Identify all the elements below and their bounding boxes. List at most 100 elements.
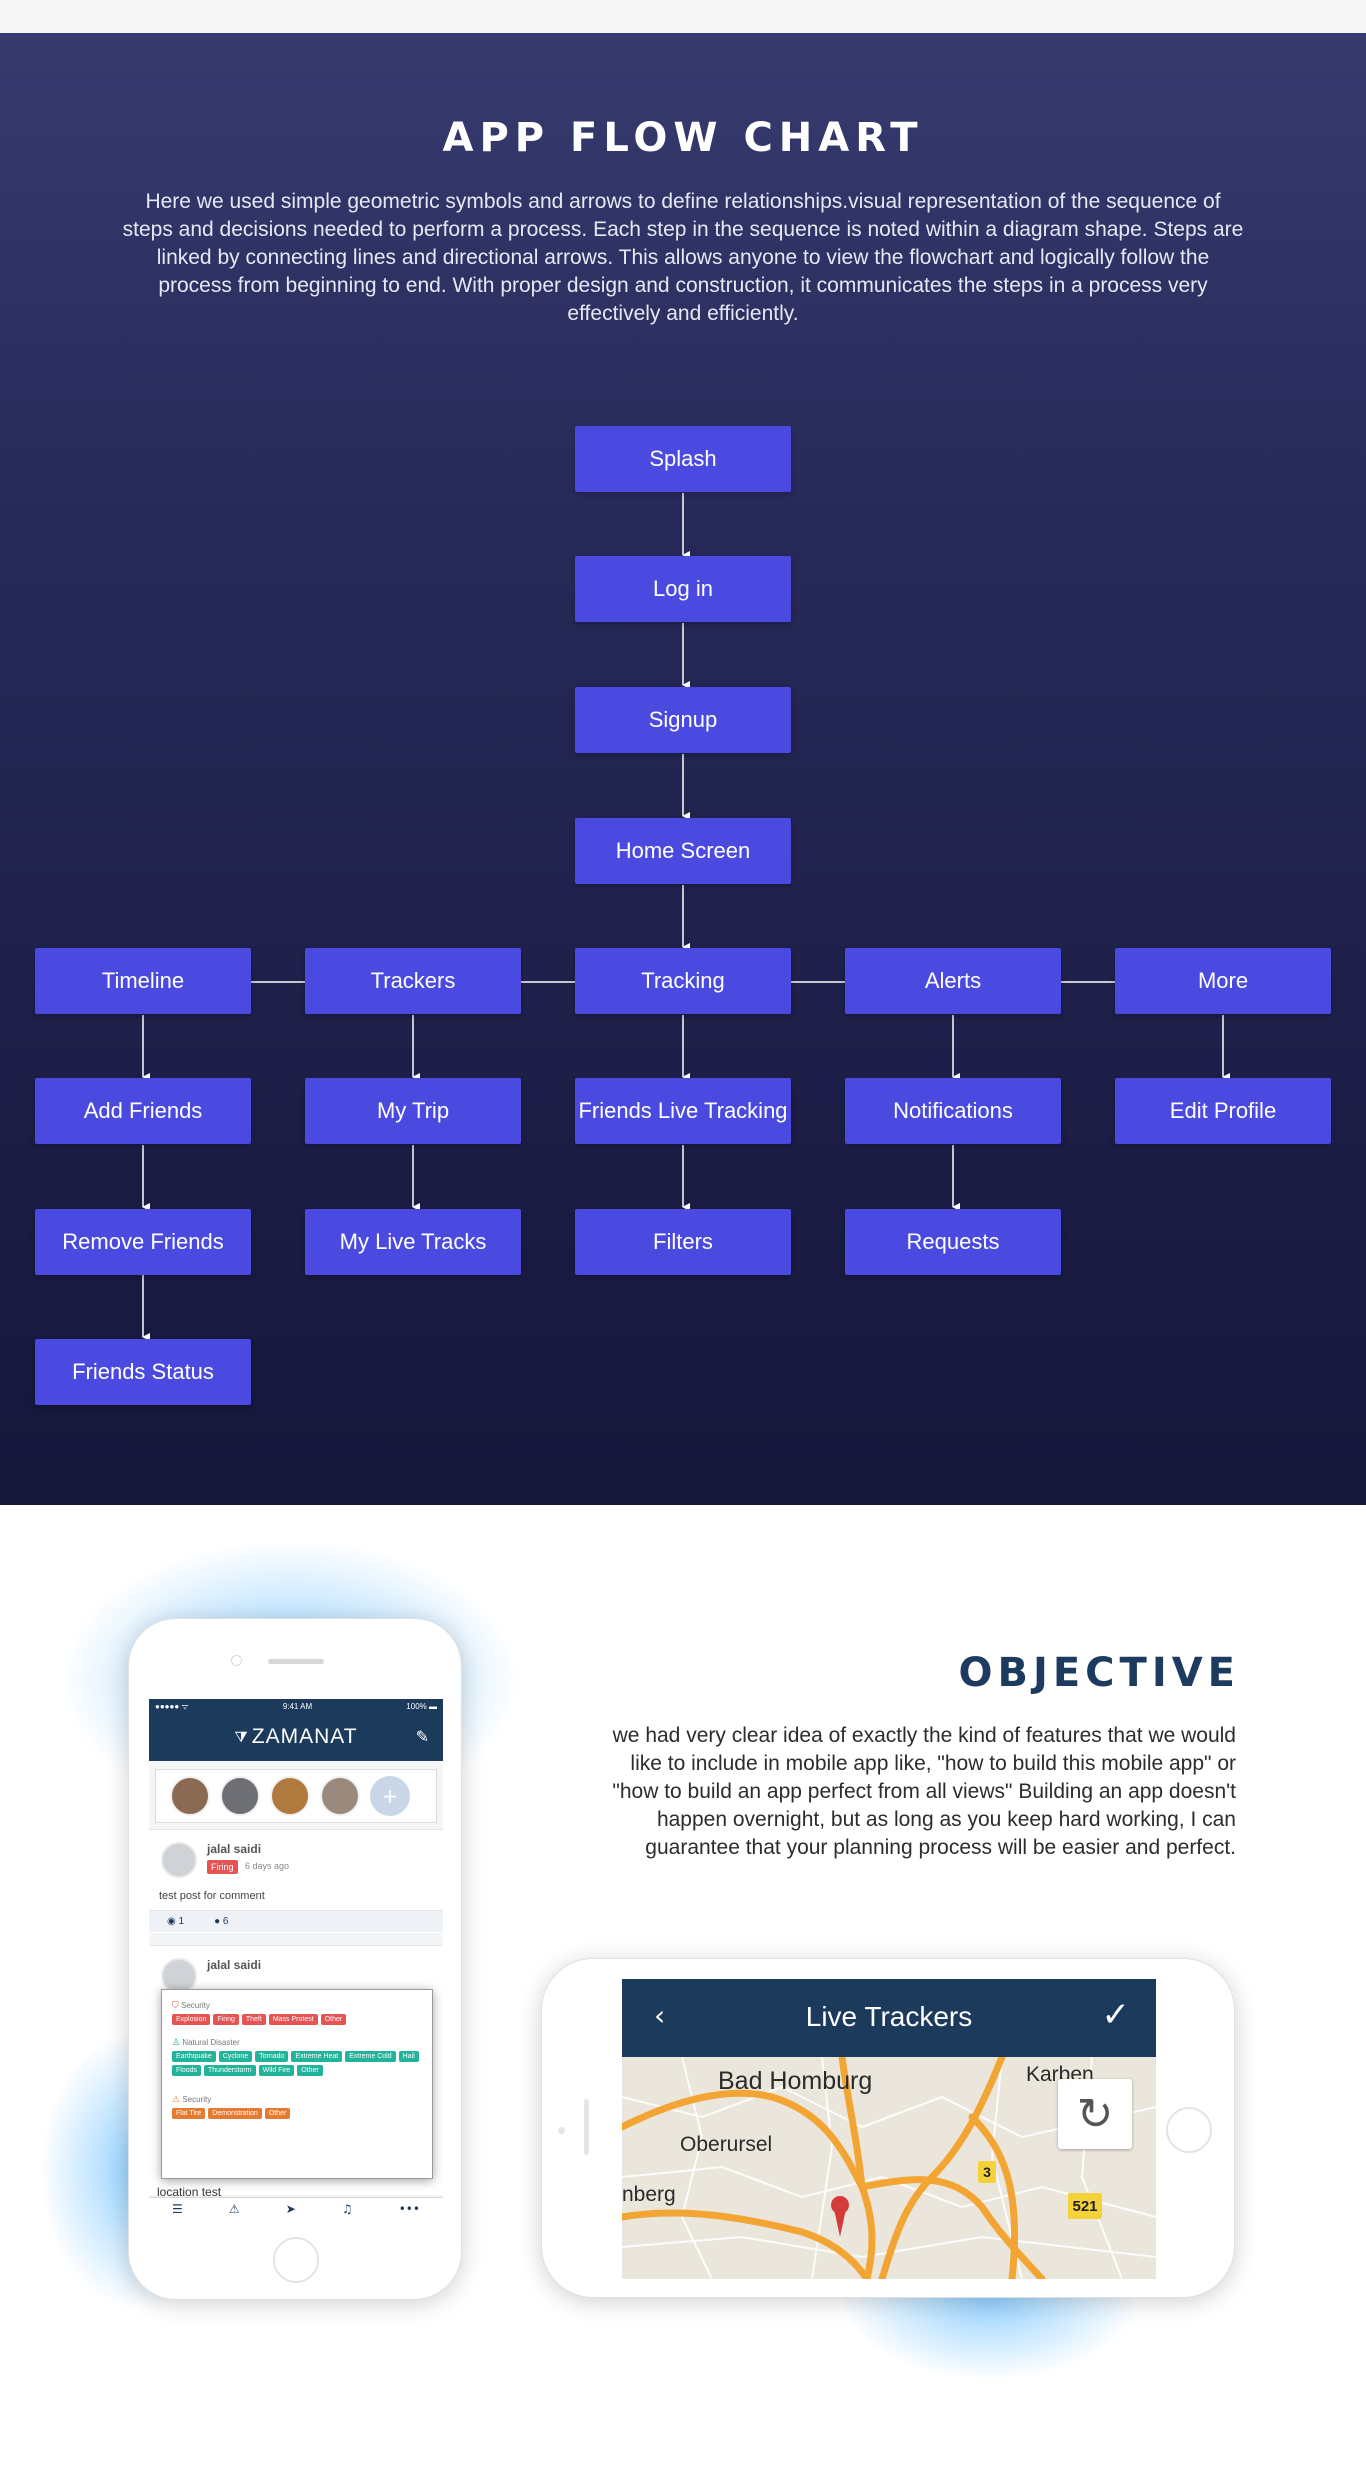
friends-avatar-strip: +	[155, 1769, 437, 1823]
bottom-nav: ☰ ⚠ ➤ ♫ •••	[149, 2197, 443, 2219]
chip[interactable]: Tornado	[255, 2051, 289, 2062]
node-my-live-tracks: My Live Tracks	[305, 1209, 521, 1275]
map-view[interactable]: Bad Homburg Karben Oberursel nberg 3 521…	[622, 2053, 1156, 2279]
alert-icon[interactable]: ⚠	[228, 2201, 240, 2216]
chip[interactable]: Firing	[213, 2014, 239, 2025]
post-stats: ◉ 1 ● 6	[149, 1910, 443, 1932]
chip[interactable]: Extreme Cold	[345, 2051, 396, 2062]
chip[interactable]: Extreme Heat	[291, 2051, 343, 2062]
chip[interactable]: Demonstration	[208, 2108, 262, 2119]
road-number: 3	[978, 2161, 996, 2183]
flow-chart-section: APP FLOW CHART Here we used simple geome…	[0, 33, 1366, 1505]
comment-icon: ●	[214, 1916, 221, 1927]
comments-count[interactable]: ● 6	[214, 1916, 229, 1927]
chip[interactable]: Earthquake	[172, 2051, 216, 2062]
phone-speaker	[584, 2099, 589, 2155]
post-author: jalal saidi	[207, 1958, 262, 1972]
node-friends-live-tracking: Friends Live Tracking	[575, 1078, 791, 1144]
add-friend-icon[interactable]: +	[370, 1776, 410, 1816]
chip[interactable]: Thunderstorm	[204, 2065, 256, 2076]
chip[interactable]: Hail	[398, 2051, 419, 2062]
flow-description: Here we used simple geometric symbols an…	[122, 190, 1244, 325]
feed-post[interactable]: jalal saidi Firing 6 days ago test post …	[149, 1829, 443, 1933]
post-time: 6 days ago	[245, 1861, 290, 1871]
avatar[interactable]	[220, 1776, 260, 1816]
app-screen: ●●●●● ᯤ 9:41 AM 100% ▬ ⧩ ZAMANAT ✎ + jal…	[149, 1699, 443, 2219]
more-icon[interactable]: •••	[398, 2201, 420, 2216]
node-home-screen: Home Screen	[575, 818, 791, 884]
node-splash: Splash	[575, 426, 791, 492]
bell-icon[interactable]: ♫	[341, 2201, 353, 2216]
node-notifications: Notifications	[845, 1078, 1061, 1144]
chip[interactable]: Cyclone	[218, 2051, 253, 2062]
avatar[interactable]	[320, 1776, 360, 1816]
avatar[interactable]	[170, 1776, 210, 1816]
avatar[interactable]	[270, 1776, 310, 1816]
post-text: test post for comment	[159, 1890, 265, 1902]
brand-logo-icon: ⧩	[234, 1728, 248, 1746]
objective-title: OBJECTIVE	[958, 1650, 1240, 1696]
post-tag: Firing	[207, 1860, 238, 1874]
node-edit-profile: Edit Profile	[1115, 1078, 1331, 1144]
category-label: ♙ Natural Disaster	[172, 2037, 240, 2047]
chip[interactable]: Floods	[172, 2065, 202, 2076]
home-button	[273, 2237, 319, 2283]
screen-title: Live Trackers	[805, 2001, 973, 2032]
person-icon: ♙	[172, 2037, 181, 2047]
status-bar: ●●●●● ᯤ 9:41 AM 100% ▬	[149, 1699, 443, 1713]
status-time: 9:41 AM	[282, 1701, 313, 1711]
views-count[interactable]: ◉ 1	[167, 1916, 185, 1927]
battery-indicator: 100% ▬	[406, 1701, 437, 1711]
node-filters: Filters	[575, 1209, 791, 1275]
refresh-icon[interactable]: ↻	[1058, 2079, 1132, 2149]
chip[interactable]: Mass Protest	[268, 2014, 318, 2025]
map-label: Oberursel	[680, 2133, 773, 2156]
node-signup: Signup	[575, 687, 791, 753]
compose-icon[interactable]: ✎	[415, 1727, 429, 1746]
phone-portrait-mockup: ●●●●● ᯤ 9:41 AM 100% ▬ ⧩ ZAMANAT ✎ + jal…	[128, 1618, 462, 2300]
node-more: More	[1115, 948, 1331, 1014]
location-text: location test	[157, 2185, 222, 2199]
category-label: ⛉ Security	[172, 2000, 210, 2010]
map-pin-icon	[831, 2196, 849, 2237]
navigation-icon[interactable]: ➤	[285, 2201, 296, 2216]
node-trackers: Trackers	[305, 948, 521, 1014]
category-chips: Flat Tire Demonstration Other	[172, 2108, 422, 2119]
node-remove-friends: Remove Friends	[35, 1209, 251, 1275]
check-icon[interactable]: ✓	[1101, 1995, 1131, 2035]
alert-category-popup: ⛉ Security Explosion Firing Theft Mass P…	[161, 1989, 433, 2179]
avatar	[161, 1842, 197, 1878]
phone-camera	[558, 2127, 565, 2134]
phone-camera	[231, 1655, 242, 1666]
chip[interactable]: Other	[297, 2065, 323, 2076]
app-header: ⧩ ZAMANAT ✎	[149, 1713, 443, 1761]
map-label: Bad Homburg	[718, 2067, 873, 2095]
category-label: ⚠ Security	[172, 2094, 212, 2104]
post-author: jalal saidi	[207, 1842, 262, 1856]
home-button	[1166, 2107, 1212, 2153]
road-number: 521	[1068, 2193, 1102, 2219]
brand-name: ZAMANAT	[251, 1725, 358, 1748]
back-icon[interactable]: ‹	[654, 1999, 666, 2032]
chip[interactable]: Wild Fire	[258, 2065, 295, 2076]
node-friends-status: Friends Status	[35, 1339, 251, 1405]
node-timeline: Timeline	[35, 948, 251, 1014]
signal-indicator: ●●●●● ᯤ	[155, 1701, 189, 1711]
flow-title: APP FLOW CHART	[442, 115, 924, 161]
node-tracking: Tracking	[575, 948, 791, 1014]
chip[interactable]: Flat Tire	[172, 2108, 206, 2119]
objective-text: we had very clear idea of exactly the ki…	[612, 1724, 1236, 1859]
phone-speaker	[268, 1659, 324, 1664]
chip[interactable]: Explosion	[172, 2014, 211, 2025]
node-alerts: Alerts	[845, 948, 1061, 1014]
menu-icon[interactable]: ☰	[172, 2201, 183, 2216]
flow-connectors	[142, 493, 1230, 1341]
chip[interactable]: Theft	[241, 2014, 266, 2025]
shield-icon: ⛉	[172, 2000, 179, 2010]
chip[interactable]: Other	[320, 2014, 347, 2025]
chip[interactable]: Other	[264, 2108, 291, 2119]
node-add-friends: Add Friends	[35, 1078, 251, 1144]
eye-icon: ◉	[167, 1916, 176, 1927]
warning-icon: ⚠	[172, 2094, 181, 2104]
node-login: Log in	[575, 556, 791, 622]
